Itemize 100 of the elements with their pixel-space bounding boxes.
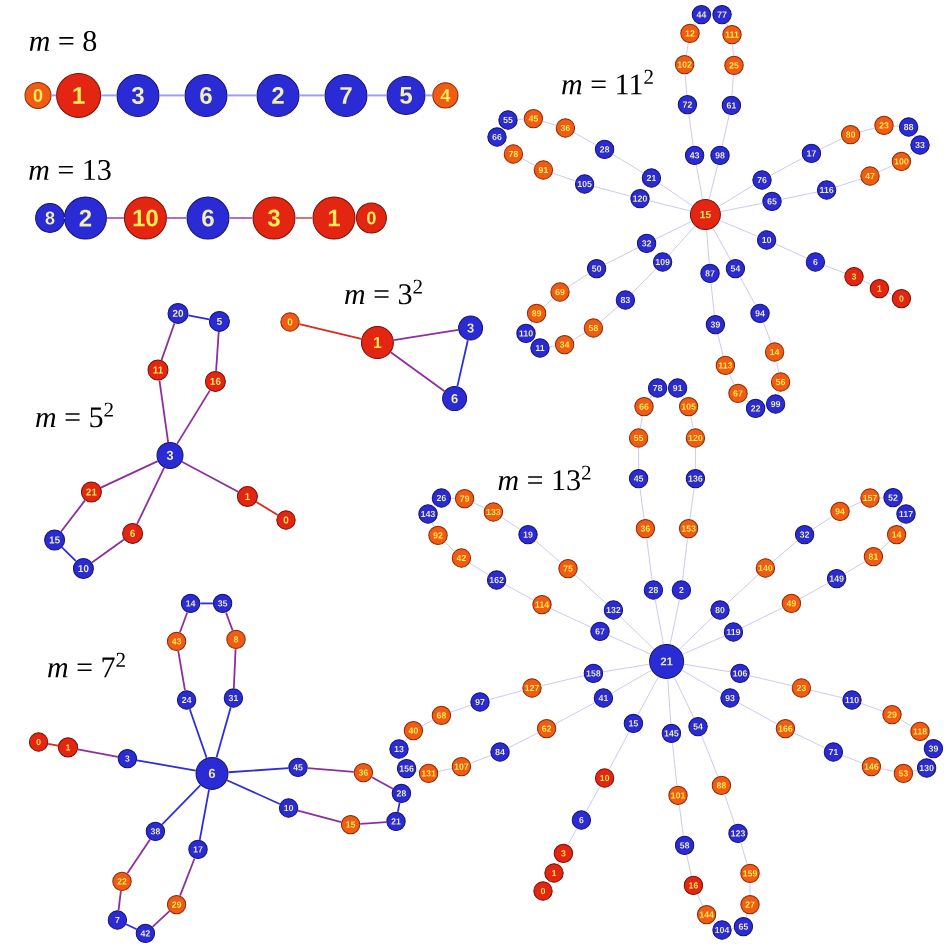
- graph-edge: [682, 635, 725, 655]
- graph-edge: [389, 351, 446, 393]
- graph-edge: [371, 776, 394, 790]
- graph-edge: [880, 540, 891, 551]
- graph-edge: [732, 43, 734, 57]
- graph-edge: [763, 322, 772, 344]
- graph-edge: [749, 675, 793, 687]
- graph-node: 4: [432, 82, 459, 109]
- graph-edge: [745, 913, 748, 918]
- graph-edge: [718, 184, 755, 207]
- graph-edge: [638, 447, 640, 470]
- graph-edge: [306, 767, 355, 773]
- graph-edge: [567, 828, 578, 846]
- graph-node: 1: [312, 196, 356, 240]
- graph-edge: [567, 273, 589, 288]
- graph-edge: [741, 607, 784, 629]
- graph-title: m = 5$^{2}$: [36, 402, 113, 428]
- graph-edge: [772, 540, 798, 563]
- graph-edge: [517, 118, 525, 120]
- graph-edge: [215, 331, 220, 372]
- graph-node: 2: [256, 73, 300, 117]
- graph-edge: [227, 767, 290, 774]
- graph-edge: [585, 786, 601, 812]
- graph-edge: [359, 821, 388, 825]
- graph-edge: [611, 669, 652, 694]
- graph-edge: [724, 794, 736, 825]
- graph-edge: [862, 280, 872, 285]
- graph-title: m = 13$^{2}$: [498, 465, 591, 491]
- graph-edge: [824, 265, 846, 274]
- graph-edge: [179, 611, 189, 634]
- graph-edge: [198, 788, 210, 841]
- graph-edge: [298, 94, 326, 97]
- graph-edge: [683, 663, 731, 673]
- graph-edge: [508, 732, 539, 749]
- graph-edge: [543, 298, 554, 308]
- graph-edge: [100, 94, 118, 97]
- graph-edge: [770, 157, 804, 176]
- graph-edge: [105, 217, 125, 219]
- graph-edge: [739, 276, 756, 306]
- graph-edge: [488, 690, 524, 700]
- graph-edge: [819, 138, 843, 150]
- graph-edge: [639, 487, 645, 520]
- graph-edge: [893, 125, 900, 127]
- graph-edge: [604, 247, 639, 265]
- graph-node: 1: [360, 326, 394, 360]
- graph-edge: [550, 608, 592, 628]
- graph-edge: [689, 487, 695, 520]
- graph-edge: [215, 706, 232, 759]
- graph-edge: [165, 217, 188, 219]
- graph-edge: [232, 648, 237, 690]
- graph-edge: [848, 501, 862, 508]
- graph-edge: [437, 768, 453, 772]
- graph-edge: [161, 784, 202, 826]
- graph-edge: [470, 755, 492, 764]
- graph-edge: [684, 73, 688, 96]
- graph-edge: [781, 191, 818, 200]
- graph-edge: [225, 611, 234, 632]
- graph-edge: [639, 415, 643, 429]
- graph-edge: [619, 616, 655, 650]
- graph-edge: [648, 200, 691, 212]
- graph-edge: [158, 94, 186, 97]
- graph-edge: [728, 373, 735, 385]
- graph-edge: [199, 602, 214, 605]
- graph-edge: [572, 332, 586, 341]
- graph-edge: [695, 164, 704, 200]
- graph-edge: [298, 323, 363, 340]
- graph-edge: [812, 516, 833, 530]
- graph-edge: [776, 361, 780, 373]
- graph-edge: [552, 172, 576, 182]
- graph-edge: [573, 132, 597, 146]
- graph-node: 3: [252, 196, 296, 240]
- graph-edge: [77, 748, 119, 758]
- graph-edge: [880, 768, 895, 772]
- graph-edge: [177, 650, 186, 692]
- graph-edge: [450, 704, 472, 713]
- graph-edge: [294, 217, 314, 219]
- graph-edge: [521, 158, 536, 166]
- graph-edge: [61, 546, 77, 563]
- graph-edge: [255, 501, 279, 516]
- graph-node: 10: [123, 196, 167, 240]
- graph-edge: [669, 599, 680, 645]
- graph-edge: [136, 759, 197, 772]
- graph-edge: [366, 94, 388, 97]
- graph-edge: [188, 708, 208, 759]
- graph-node: 1: [56, 72, 102, 118]
- graph-title: m = 7$^{2}$: [48, 652, 125, 678]
- graph-edge: [424, 94, 434, 97]
- graph-edge: [541, 675, 585, 687]
- graph-edge: [899, 719, 913, 727]
- graph-edge: [47, 742, 59, 747]
- graph-edge: [608, 634, 652, 655]
- graph-edge: [179, 857, 196, 897]
- graph-edge: [117, 890, 122, 912]
- graph-edge: [593, 186, 632, 197]
- graph-edge: [549, 345, 556, 348]
- graph-edge: [646, 537, 653, 581]
- graph-edge: [696, 893, 704, 907]
- graph-title: m = 13: [29, 159, 111, 181]
- graph-edge: [534, 540, 562, 563]
- graph-edge: [450, 497, 456, 499]
